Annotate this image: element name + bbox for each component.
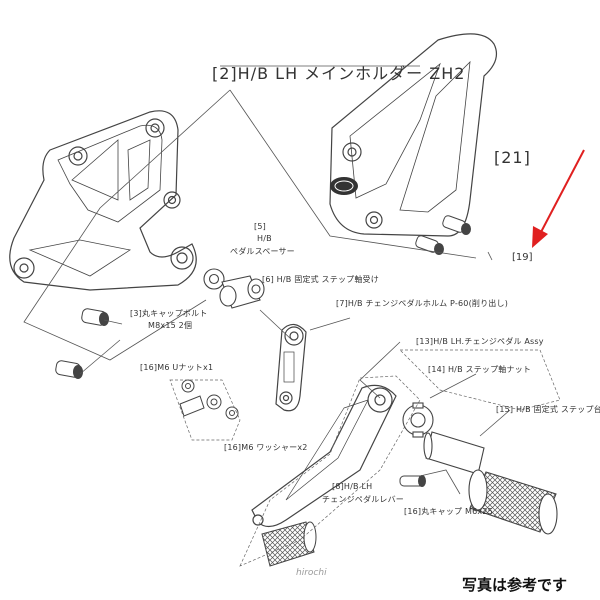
label-part-8-line2: チェンジペダルレバー [322,495,404,504]
reference-caption: 写真は参考です [462,576,568,594]
label-part-16-nut: [16]M6 Uナットx1 [140,363,214,372]
label-part-5-hb: H/B [257,234,272,243]
label-part-6: [6] H/B 固定式 ステップ軸受け [262,275,379,284]
label-part-14: [14] H/B ステップ軸ナット [428,365,532,374]
dashed-boundaries [169,349,561,567]
label-main-holder: [2]H/B LH メインホルダー ZH2 [212,64,466,83]
label-part-16-washer: [16]M6 ワッシャーx2 [224,443,308,452]
heel-plate [329,33,497,237]
step-nut [402,402,434,438]
cap-bolts-3 [55,308,109,379]
label-part-13: [13]H/B LH.チェンジペダル Assy [416,337,544,346]
spacer-and-bearing [203,268,265,309]
label-part-3-line1: [3]丸キャップボルト [130,309,208,318]
label-part-5-name: ぺダルスペーサー [230,247,295,256]
toe-peg [261,521,317,567]
leader-lines [23,65,511,495]
label-part-3-line2: M8x15 2個 [148,321,193,330]
label-part-21: [21] [494,148,531,167]
bolts-19 [415,215,471,255]
watermark: hirochi [296,568,327,578]
label-part-7: [7]H/B チェンジペダルホルム P-60(削り出し) [336,299,509,308]
label-part-5-number: [5] [254,222,266,231]
label-part-15: [15] H/B 固定式 ステップ台 [496,405,600,414]
change-pedal-lever [251,384,397,528]
brand-logo [330,177,358,195]
footpeg [423,431,558,535]
label-part-19: [19] [512,252,533,263]
bolt-m6x25 [399,475,426,487]
nut-washers [179,379,239,420]
red-pointer-arrow [532,149,585,248]
label-part-8-line1: [8]H/B LH [332,482,373,491]
label-part-16-bolt: [16]丸キャップ M6x25 [404,507,493,516]
main-holder [9,110,197,291]
pedal-arm [275,323,307,412]
